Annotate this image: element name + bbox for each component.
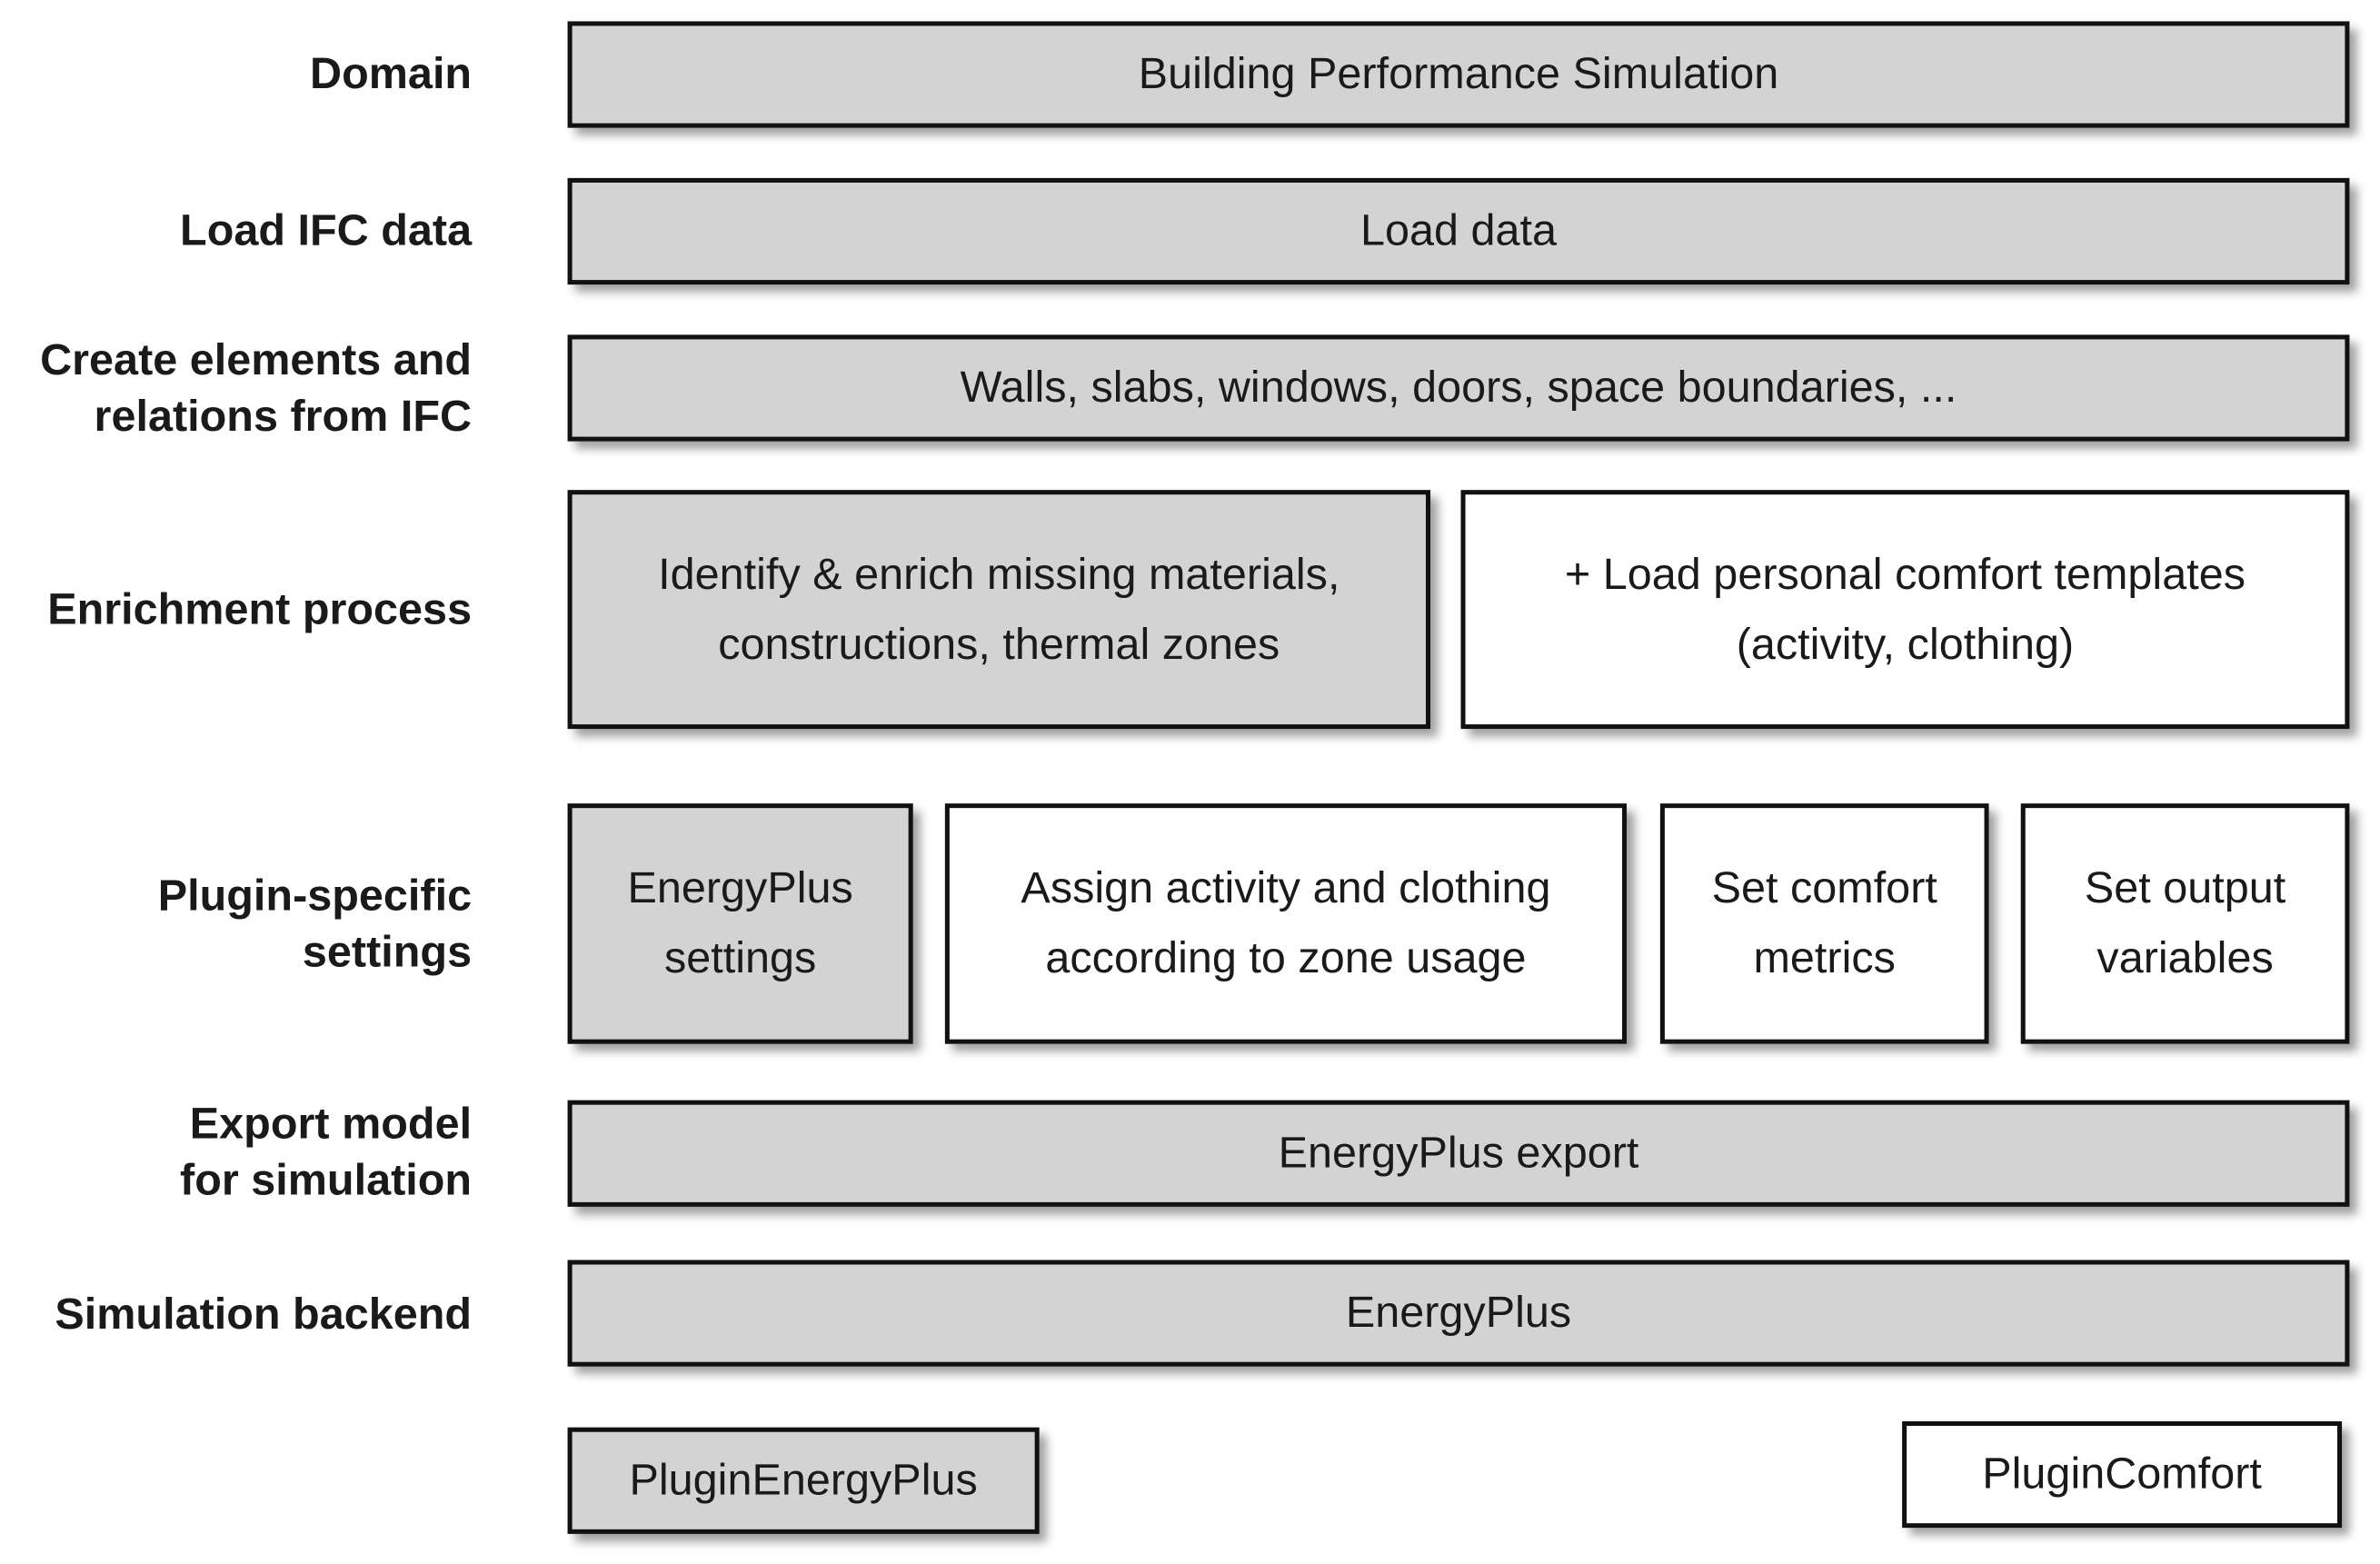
box-identify-enrich: Identify & enrich missing materials, con… xyxy=(567,490,1431,730)
row-label-load-ifc: Load IFC data xyxy=(180,206,473,256)
box-assign-activity: Assign activity and clothing according t… xyxy=(944,803,1628,1044)
box-energyplus-backend: EnergyPlus xyxy=(567,1260,2350,1367)
row-label-backend: Simulation backend xyxy=(55,1290,473,1340)
row-label-export: Export model for simulation xyxy=(180,1100,473,1206)
box-building-performance-simulation: Building Performance Simulation xyxy=(567,21,2350,128)
box-energyplus-export: EnergyPlus export xyxy=(567,1100,2350,1207)
box-energyplus-settings: EnergyPlus settings xyxy=(567,803,913,1044)
box-load-data: Load data xyxy=(567,177,2350,285)
box-walls-slabs: Walls, slabs, windows, doors, space boun… xyxy=(567,334,2350,442)
row-label-plugin-settings: Plugin-specific settings xyxy=(157,872,473,978)
row-label-create-elements: Create elements and relations from IFC xyxy=(40,336,473,442)
row-label-enrichment: Enrichment process xyxy=(47,585,473,635)
box-load-comfort-templates: + Load personal comfort templates (activ… xyxy=(1460,490,2350,730)
box-output-variables: Set output variables xyxy=(2020,803,2350,1044)
legend-plugin-energyplus: PluginEnergyPlus xyxy=(567,1427,1040,1534)
legend-plugin-comfort: PluginComfort xyxy=(1902,1420,2343,1529)
box-comfort-metrics: Set comfort metrics xyxy=(1659,803,1989,1044)
row-label-domain: Domain xyxy=(310,50,473,99)
